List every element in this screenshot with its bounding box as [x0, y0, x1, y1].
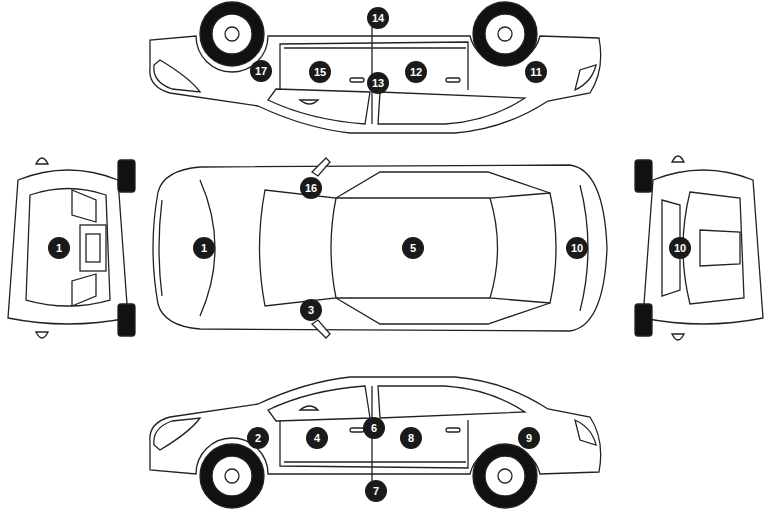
callout-number: 1	[193, 237, 215, 259]
callout-number: 2	[247, 427, 269, 449]
callout-number: 3	[300, 299, 322, 321]
callout-number: 1	[48, 237, 70, 259]
callout-number: 11	[525, 61, 547, 83]
callout-number: 17	[250, 60, 272, 82]
callout-number: 13	[367, 72, 389, 94]
callout-number: 6	[363, 417, 385, 439]
callout-number: 4	[306, 427, 328, 449]
callout-number: 5	[402, 237, 424, 259]
callout-number: 8	[400, 427, 422, 449]
callout-number: 10	[566, 237, 588, 259]
callout-number: 15	[309, 61, 331, 83]
callout-number: 9	[518, 427, 540, 449]
callout-number: 12	[405, 61, 427, 83]
callout-number: 14	[367, 7, 389, 29]
callout-number: 16	[300, 177, 322, 199]
callout-number: 10	[669, 237, 691, 259]
callout-number: 7	[365, 480, 387, 502]
